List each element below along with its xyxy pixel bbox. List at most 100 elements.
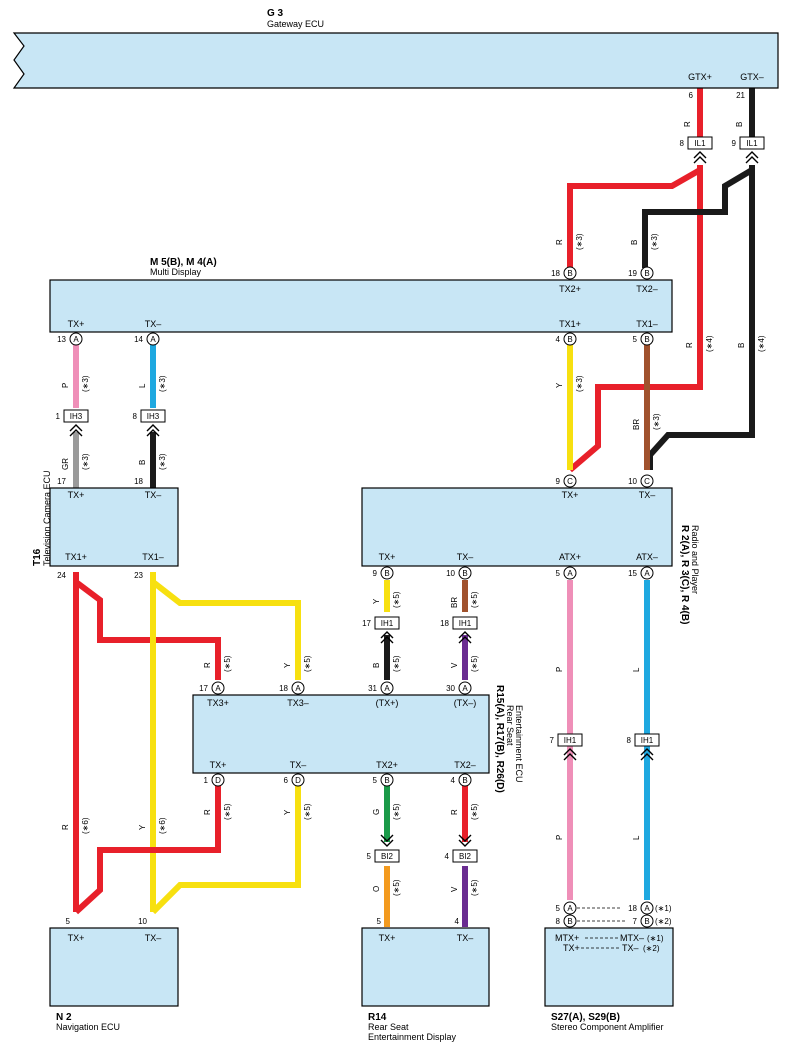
note-5: (∗5) [223, 803, 232, 820]
rse-ecu: TX3+ TX3– (TX+) (TX–) TX+ TX– TX2+ TX2– … [192, 681, 524, 793]
pin-label-atx-minus: ATX– [636, 552, 658, 562]
amp-line2-b: TX– [622, 943, 639, 953]
amp-line1-b: MTX– [620, 933, 644, 943]
code-b: B [735, 122, 744, 127]
pin-label-tx-plus-2: TX+ [379, 552, 396, 562]
multi-ref: M 5(B), M 4(A) [150, 257, 217, 268]
multi-name: Multi Display [150, 267, 202, 277]
code-y: Y [138, 824, 147, 830]
pin-num-24: 24 [57, 571, 66, 580]
conn-il1-pin-9: 9 [732, 139, 737, 148]
pin-num-6: 6 [689, 91, 694, 100]
conn-letter: A [150, 335, 156, 344]
code-y: Y [283, 809, 292, 815]
tv-ref: T16 [32, 548, 43, 566]
note-3: (∗3) [575, 233, 584, 250]
pin-num-8: 8 [556, 917, 561, 926]
conn-letter: A [567, 904, 573, 913]
code-l: L [632, 835, 641, 840]
amp-line1-a: MTX+ [555, 933, 579, 943]
code-r: R [203, 809, 212, 815]
conn-letter: A [567, 569, 573, 578]
note-6: (∗6) [81, 817, 90, 834]
pin-num-6: 6 [284, 776, 289, 785]
pin-label-tx-minus: TX– [290, 760, 307, 770]
inline-connectors: IL1 IL1 8 9 IH3 IH3 1 8 IH1 IH1 17 18 IH… [56, 136, 765, 863]
conn-bi2-label: BI2 [381, 852, 394, 861]
pin-label-tx-minus: TX– [145, 490, 162, 500]
conn-letter: B [644, 335, 649, 344]
pin-label-tx-plus: TX+ [68, 490, 85, 500]
note-5: (∗5) [303, 803, 312, 820]
pin-label-tx-plus: TX+ [68, 933, 85, 943]
note-s1: (∗1) [655, 904, 672, 913]
pin-num-9: 9 [556, 477, 561, 486]
conn-ih1-label-4: IH1 [641, 736, 654, 745]
pin-num-5: 5 [373, 776, 378, 785]
pin-label-tx2-plus: TX2+ [559, 284, 581, 294]
conn-letter: D [295, 776, 301, 785]
code-r: R [683, 121, 692, 127]
pin-label-tx1-plus: TX1+ [559, 319, 581, 329]
conn-ih1-label-2: IH1 [459, 619, 472, 628]
pin-num-17: 17 [199, 684, 208, 693]
navigation-ecu: TX+ TX– 5 10 N 2 Navigation ECU [49, 917, 179, 1032]
pin-num-23: 23 [134, 571, 143, 580]
pin-num-18: 18 [551, 269, 560, 278]
code-b: B [372, 663, 381, 668]
conn-il1-label-2: IL1 [746, 139, 758, 148]
pin-num-10: 10 [138, 917, 147, 926]
pin-num-9b: 9 [373, 569, 378, 578]
code-v: V [450, 886, 459, 892]
conn-letter: B [644, 269, 649, 278]
r14-name-2: Entertainment Display [368, 1032, 457, 1042]
pin-label-tx2-minus: TX2– [454, 760, 476, 770]
note-3: (∗3) [158, 375, 167, 392]
pin-label-tx2-plus: TX2+ [376, 760, 398, 770]
conn-ih1-pin-8: 8 [627, 736, 632, 745]
conn-il1-pin-8: 8 [680, 139, 685, 148]
conn-letter: A [462, 684, 468, 693]
pin-label-tx-minus: TX– [457, 933, 474, 943]
conn-ih1-pin-7: 7 [550, 736, 555, 745]
note-3: (∗3) [650, 233, 659, 250]
note-5: (∗5) [470, 655, 479, 672]
pin-num-1: 1 [204, 776, 209, 785]
pin-label-ptx-plus: (TX+) [376, 698, 399, 708]
code-br: BR [450, 597, 459, 608]
pin-label-tx-minus: TX– [145, 319, 162, 329]
gateway-ref: G 3 [267, 8, 284, 19]
conn-letter: B [462, 776, 467, 785]
pin-num-17: 17 [57, 477, 66, 486]
note-5: (∗5) [223, 655, 232, 672]
amp-line2-c: (∗2) [643, 944, 660, 953]
rse-display: TX+ TX– 5 4 R14 Rear Seat Entertainment … [361, 917, 490, 1042]
pin-num-15a: 15 [628, 569, 637, 578]
amp-line1-c: (∗1) [647, 934, 664, 943]
code-r: R [555, 239, 564, 245]
gateway-name: Gateway ECU [267, 19, 324, 29]
wire-il1-8-to-radio [568, 165, 703, 473]
note-5: (∗5) [470, 591, 479, 608]
conn-ih3-label: IH3 [70, 412, 83, 421]
code-g: G [372, 809, 381, 815]
conn-il1-label: IL1 [694, 139, 706, 148]
wire-labels: R B R B (∗3) (∗3) R B (∗4) (∗4) P L (∗3)… [61, 121, 766, 896]
conn-letter: D [215, 776, 221, 785]
pin-num-30: 30 [446, 684, 455, 693]
radio-name: Radio and Player [690, 525, 700, 594]
note-3: (∗3) [652, 413, 661, 430]
wire-rse6-nav10 [150, 785, 301, 915]
conn-ih1-label-3: IH1 [564, 736, 577, 745]
conn-ih1-pin-17: 17 [362, 619, 371, 628]
pin-label-tx1-minus: TX1– [142, 552, 164, 562]
tv-name: Television Camera ECU [42, 470, 52, 566]
note-5: (∗5) [303, 655, 312, 672]
rse-name-2: Entertainment ECU [514, 705, 524, 783]
pin-num-5: 5 [377, 917, 382, 926]
pin-num-4: 4 [455, 917, 460, 926]
conn-letter: B [384, 776, 389, 785]
conn-letter: B [462, 569, 467, 578]
conn-ih3-pin-1: 1 [56, 412, 61, 421]
pin-label-tx-plus: TX+ [210, 760, 227, 770]
